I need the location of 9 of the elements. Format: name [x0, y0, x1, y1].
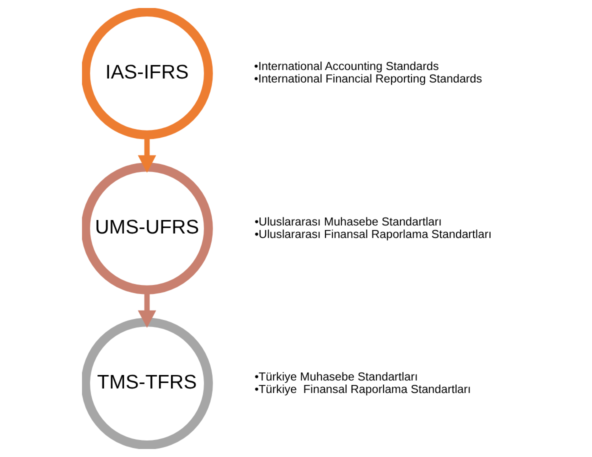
node-label: •Uluslararası Finansal Raporlama Standartları — [254, 228, 492, 241]
node-label: •Uluslararası Muhasebe Standartları — [254, 215, 442, 228]
node-label: •Türkiye Muhasebe Standartları — [254, 370, 418, 384]
node-circle: TMS-TFRS — [82, 318, 212, 449]
node-circle: UMS-UFRS — [82, 162, 212, 294]
node-label: •Türkiye Finansal Raporlama Standartları — [254, 382, 470, 396]
node-label: •International Financial Reporting Standards — [254, 72, 482, 86]
node-circle: IAS-IFRS — [82, 8, 212, 140]
node-label: •International Accounting Standards — [254, 60, 438, 74]
